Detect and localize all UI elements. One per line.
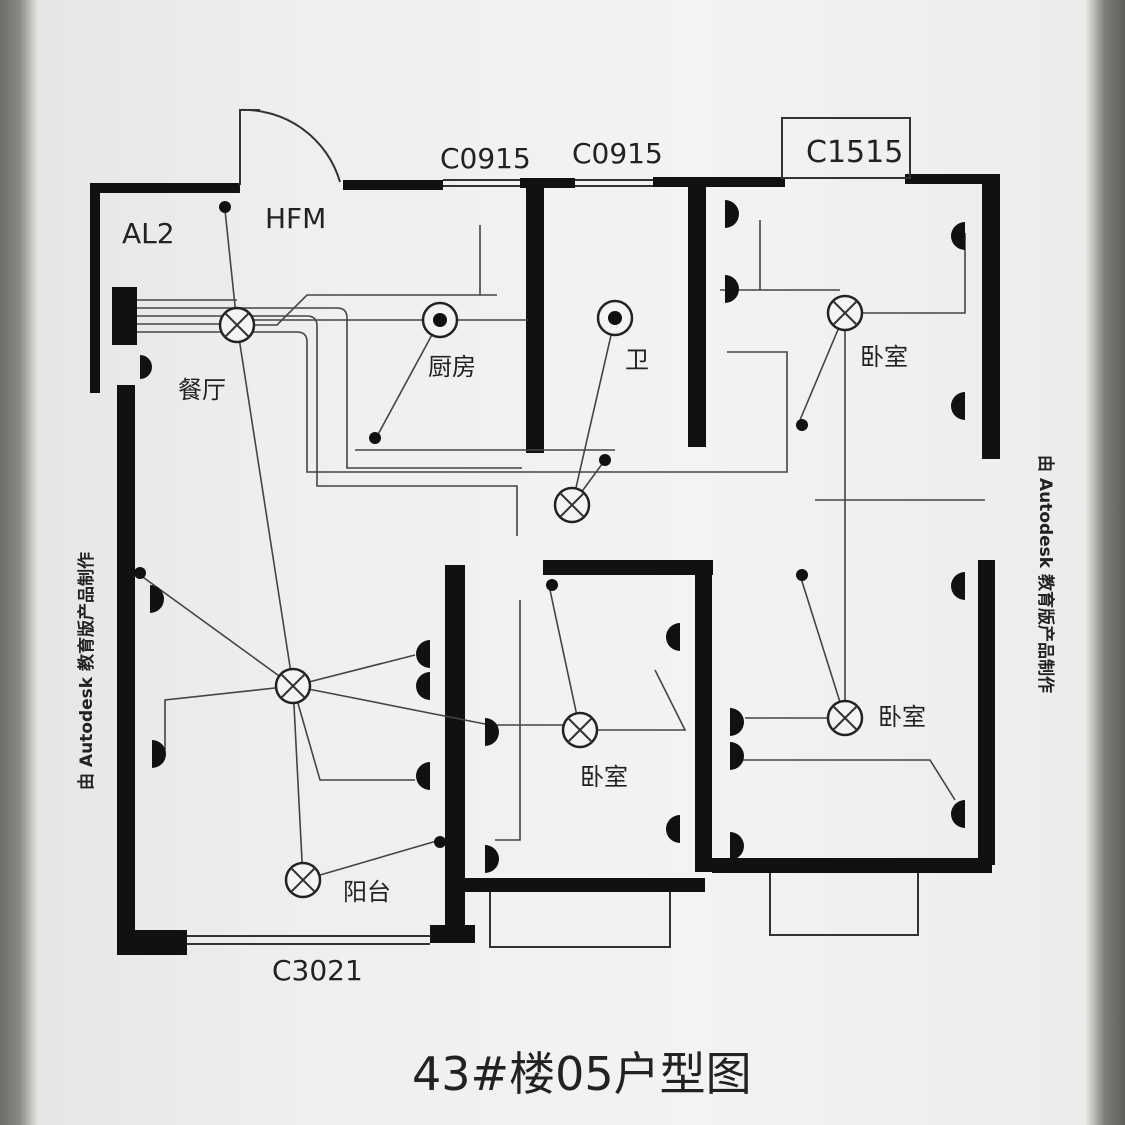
switch-icon xyxy=(796,419,808,431)
room-label-bedroom-mid: 卧室 xyxy=(580,763,628,791)
wall-bedrooms-divider xyxy=(695,560,712,872)
moisture-proof-light-icon xyxy=(421,301,459,339)
panel-label: AL2 xyxy=(122,217,175,250)
door-label: HFM xyxy=(265,202,326,235)
socket-icon xyxy=(150,585,164,613)
window-label: C0915 xyxy=(572,137,663,170)
window-c1515-bay xyxy=(781,117,911,179)
moisture-proof-light-icon xyxy=(596,299,634,337)
sockets xyxy=(134,200,965,873)
walls xyxy=(90,174,1000,955)
wall-bath-bedroom xyxy=(688,185,706,447)
wall-bedroom-se-bottom xyxy=(712,858,992,873)
switch-icon xyxy=(599,454,611,466)
ceiling-light-icon xyxy=(553,486,591,524)
watermark-left: 由 Autodesk 教育版产品制作 xyxy=(76,552,97,790)
wall-top-mid xyxy=(520,178,575,188)
switch-icon xyxy=(434,836,446,848)
watermark-right: 由 Autodesk 教育版产品制作 xyxy=(1035,455,1056,693)
wiring xyxy=(137,209,985,881)
window-c0915 xyxy=(443,179,653,187)
wall-kitchen-bath xyxy=(526,185,544,453)
wall-bedroom-top xyxy=(543,560,713,575)
window-label: C3021 xyxy=(272,954,363,987)
ceiling-light-icon xyxy=(561,711,599,749)
socket-icon xyxy=(416,640,430,790)
switch-icon xyxy=(369,432,381,444)
electrical-panel xyxy=(112,287,137,345)
openings xyxy=(187,108,919,948)
window-label: C0915 xyxy=(440,142,531,175)
switch-icon xyxy=(796,569,808,581)
room-label-balcony: 阳台 xyxy=(343,878,391,906)
window-bays xyxy=(489,873,919,948)
socket-icon xyxy=(725,200,739,303)
room-label-dining: 餐厅 xyxy=(178,376,226,404)
wall-left xyxy=(117,385,135,955)
fixtures xyxy=(218,294,864,899)
socket-icon xyxy=(140,355,152,379)
room-label-bedroom-se: 卧室 xyxy=(878,703,926,731)
socket-icon xyxy=(730,708,744,860)
ceiling-light-icon xyxy=(284,861,322,899)
wall-right-lower xyxy=(978,560,995,865)
wall-top-left xyxy=(90,183,240,193)
wall-balcony-bedroom xyxy=(445,565,465,940)
socket-icon xyxy=(152,740,166,768)
socket-icon xyxy=(485,718,499,873)
window-c3021 xyxy=(187,935,430,945)
room-label-bedroom-ne: 卧室 xyxy=(860,343,908,371)
entry-door xyxy=(239,108,341,185)
wall-top-hall xyxy=(343,180,443,190)
wall-top-right xyxy=(653,177,785,187)
wall-bedroom-bottom xyxy=(465,878,705,892)
ceiling-light-icon xyxy=(826,699,864,737)
switch-icon xyxy=(546,579,558,591)
room-label-bath: 卫 xyxy=(625,346,649,374)
ceiling-light-icon xyxy=(218,306,256,344)
socket-icon xyxy=(666,623,680,843)
switch-icon xyxy=(219,201,231,213)
wall-bottom-left xyxy=(117,930,187,955)
ceiling-light-icon xyxy=(826,294,864,332)
switch-icon xyxy=(134,567,146,579)
wall-right-upper xyxy=(982,174,1000,459)
wall-left-upper xyxy=(90,183,100,393)
wall-top-far-right xyxy=(905,174,1000,184)
room-label-kitchen: 厨房 xyxy=(428,353,476,381)
drawing-title: 43#楼05户型图 xyxy=(412,1047,752,1101)
ceiling-light-icon xyxy=(274,667,312,705)
window-label: C1515 xyxy=(806,135,903,170)
